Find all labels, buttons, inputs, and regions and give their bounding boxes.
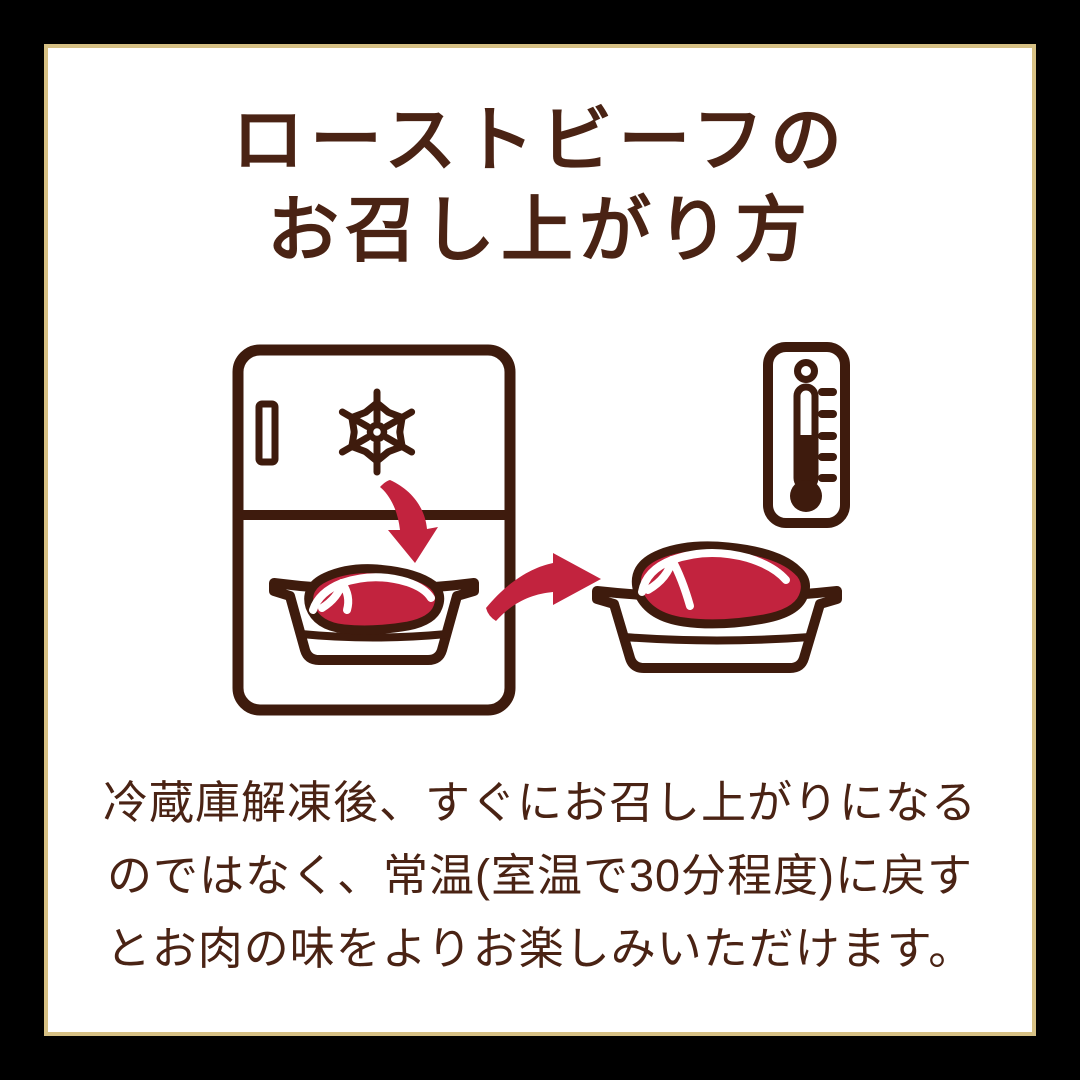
title-line-1: ローストビーフの (231, 101, 849, 181)
title-line-2: お召し上がり方 (266, 191, 813, 271)
snowflake-icon (338, 388, 416, 476)
thawing-diagram (232, 342, 850, 716)
thermometer-icon (763, 342, 850, 528)
instructions: 冷蔵庫解凍後、すぐにお召し上がりになる のではなく、常温(室温で30分程度)に戻… (88, 766, 992, 985)
instructions-line-2: のではなく、常温(室温で30分程度)に戻す (106, 850, 974, 901)
roast-beef-tray-small-icon (269, 564, 479, 665)
page-title: ローストビーフの お召し上がり方 (48, 96, 1032, 276)
instructions-line-3: とお肉の味をよりお楽しみいただけます。 (105, 923, 975, 974)
arrow-right-icon (486, 553, 601, 621)
content-panel: ローストビーフの お召し上がり方 (44, 44, 1036, 1036)
instructions-line-1: 冷蔵庫解凍後、すぐにお召し上がりになる (102, 777, 977, 828)
arrow-down-icon (380, 480, 438, 563)
roast-beef-tray-large-icon (592, 541, 842, 673)
